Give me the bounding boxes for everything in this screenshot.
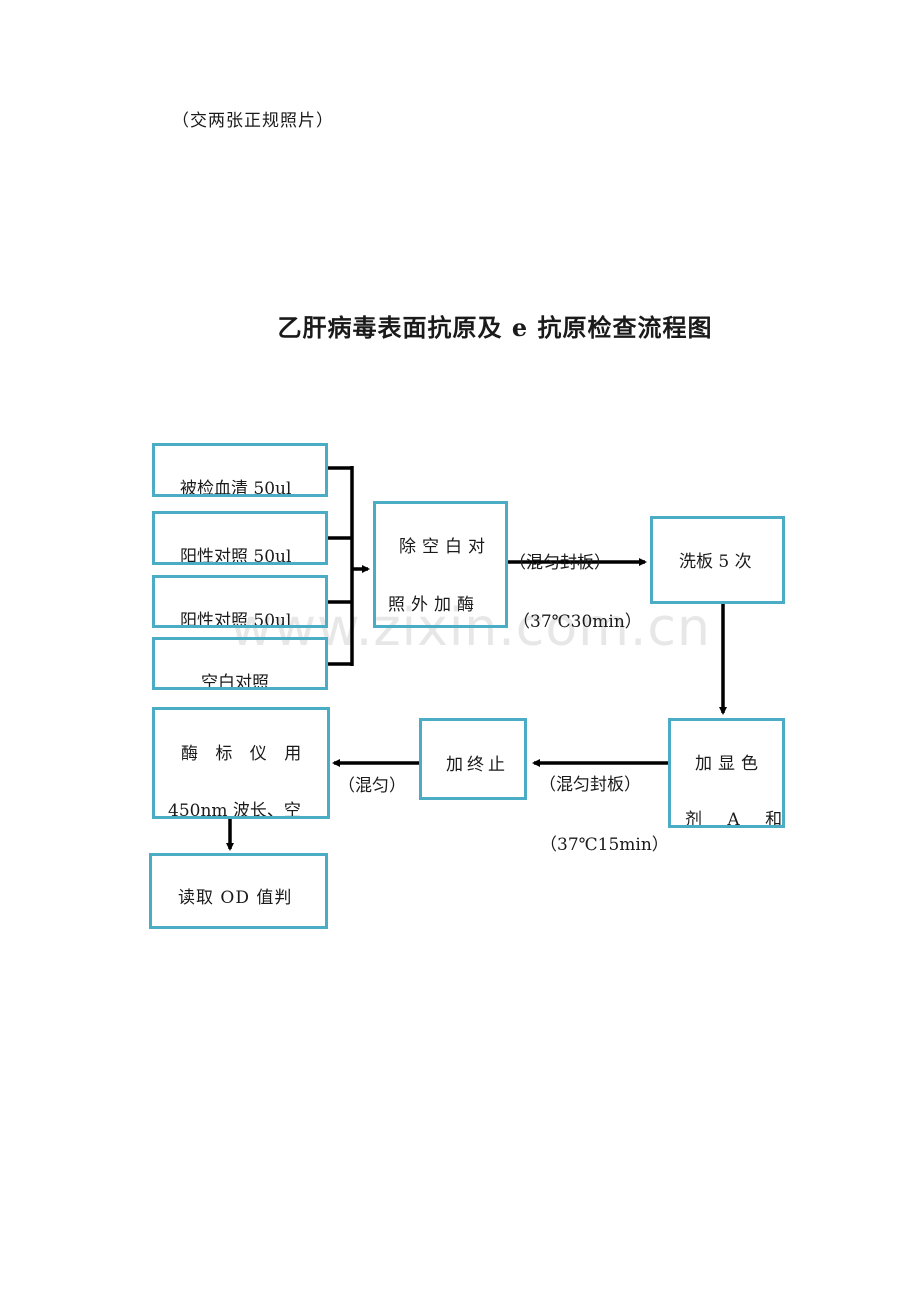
add-enzyme-line1: 除空白对 bbox=[399, 537, 491, 557]
step3-label: （混匀） bbox=[338, 776, 406, 796]
stop-label: 加终止 bbox=[446, 755, 509, 775]
photo-note: （交两张正规照片） bbox=[172, 111, 334, 131]
input-box-positive-control-2: 阳性对照 50ul bbox=[152, 575, 328, 628]
page-title: 乙肝病毒表面抗原及 e 抗原检查流程图 bbox=[277, 313, 713, 342]
add-enzyme-line2: 照外加酶 bbox=[388, 595, 480, 615]
input-label: 阳性对照 50ul bbox=[180, 611, 292, 628]
read-od-label: 读取 OD 值判 bbox=[178, 888, 293, 908]
reader-box: 酶 标 仪 用 450nm 波长、空 bbox=[152, 707, 330, 819]
input-label: 阳性对照 50ul bbox=[180, 547, 292, 565]
wash-box: 洗板 5 次 bbox=[650, 516, 785, 604]
read-od-box: 读取 OD 值判 bbox=[149, 853, 328, 929]
reader-line1: 酶 标 仪 用 bbox=[181, 744, 308, 764]
add-enzyme-box: 除空白对 照外加酶 bbox=[373, 501, 508, 628]
input-label: 被检血清 50ul bbox=[180, 479, 292, 497]
input-label: 空白对照 bbox=[201, 673, 269, 690]
step2-label-bottom: （37℃15min） bbox=[540, 835, 669, 855]
color-reagent-line1: 加显色 bbox=[695, 754, 764, 774]
reader-line2: 450nm 波长、空 bbox=[168, 801, 301, 819]
step1-label-bottom: （37℃30min） bbox=[513, 612, 642, 632]
stop-box: 加终止 bbox=[419, 718, 527, 800]
input-box-blank-control: 空白对照 bbox=[152, 637, 328, 690]
step1-label-top: （混匀封板） bbox=[509, 553, 611, 573]
wash-label: 洗板 5 次 bbox=[679, 552, 752, 572]
color-reagent-line2: 剂 A 和 bbox=[685, 810, 785, 828]
input-box-serum: 被检血清 50ul bbox=[152, 443, 328, 497]
step2-label-top: （混匀封板） bbox=[539, 775, 641, 795]
color-reagent-box: 加显色 剂 A 和 bbox=[668, 718, 785, 828]
input-box-positive-control-1: 阳性对照 50ul bbox=[152, 511, 328, 565]
